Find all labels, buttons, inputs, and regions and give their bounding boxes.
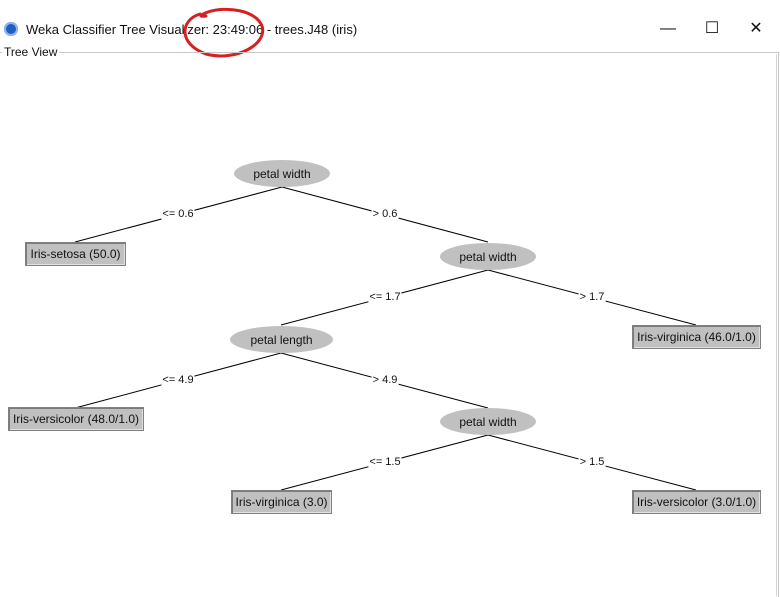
tree-view-panel: [0, 52, 779, 597]
edge-label: > 0.6: [371, 208, 399, 220]
edge-label: > 1.7: [578, 291, 606, 303]
title-bar: Weka Classifier Tree Visualizer: 23:49:0…: [0, 0, 780, 42]
tree-leaf[interactable]: Iris-versicolor (3.0/1.0): [632, 490, 761, 514]
tree-leaf[interactable]: Iris-virginica (3.0): [231, 490, 332, 514]
edge-label: <= 1.5: [368, 456, 402, 468]
minimize-button[interactable]: —: [660, 20, 676, 37]
tree-node[interactable]: petal width: [440, 408, 536, 435]
tree-node[interactable]: petal width: [440, 243, 536, 270]
tree-node[interactable]: petal length: [230, 326, 333, 353]
tree-leaf[interactable]: Iris-virginica (46.0/1.0): [632, 325, 761, 349]
tree-leaf[interactable]: Iris-versicolor (48.0/1.0): [8, 407, 144, 431]
edge-label: > 1.5: [578, 456, 606, 468]
tree-leaf[interactable]: Iris-setosa (50.0): [25, 242, 126, 266]
edge-label: <= 0.6: [161, 208, 195, 220]
weka-app-icon: [4, 22, 18, 36]
edge-label: <= 1.7: [368, 291, 402, 303]
scrollbar-edge[interactable]: [776, 54, 780, 596]
tree-node[interactable]: petal width: [234, 160, 330, 187]
close-button[interactable]: ✕: [749, 20, 763, 37]
edge-label: > 4.9: [371, 374, 399, 386]
maximize-button[interactable]: ☐: [704, 20, 720, 37]
panel-title: Tree View: [2, 45, 60, 59]
edge-label: <= 4.9: [161, 374, 195, 386]
